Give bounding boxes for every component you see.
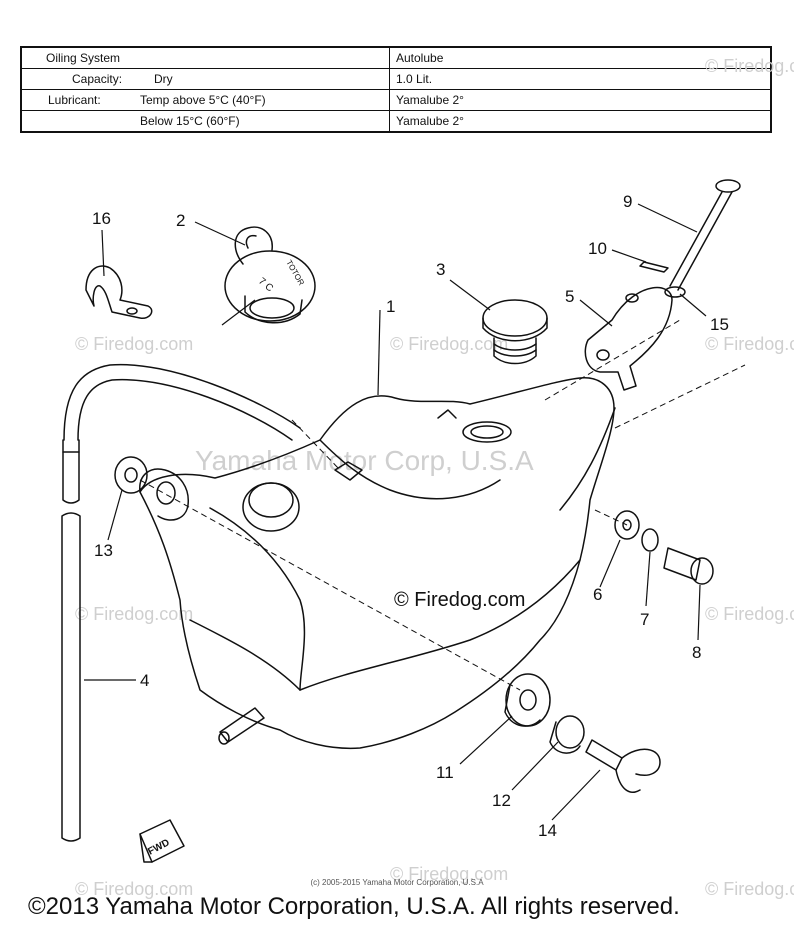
callouts: 1 2 3 4 5 6 7 8 9 10 11 12 13 14 15 16: [92, 192, 729, 840]
callout-14: 14: [538, 821, 557, 840]
callout-12: 12: [492, 791, 511, 810]
callout-9: 9: [623, 192, 632, 211]
mount-hole: [156, 481, 176, 505]
cap-digits: 7 C: [256, 276, 275, 294]
copyright-footer: ©2013 Yamaha Motor Corporation, U.S.A. A…: [28, 893, 680, 920]
callout-16: 16: [92, 209, 111, 228]
long-bolt: [669, 179, 741, 291]
oil-cap: [224, 226, 316, 324]
spec-row: Lubricant: Temp above 5°C (40°F) Yamalub…: [20, 89, 772, 111]
wing-bolt: [585, 739, 661, 793]
port-plug: [482, 299, 548, 365]
tank-edge: [189, 619, 301, 691]
watermarks: © Firedog.com © Firedog.com © Firedog.co…: [75, 56, 794, 899]
callout-11: 11: [436, 763, 454, 782]
alignment-lines: [139, 319, 746, 691]
oil-hose: [63, 363, 301, 441]
tank-edge: [319, 439, 501, 500]
spec-sub: Below 15°C (60°F): [140, 114, 240, 128]
hose-lower: [61, 512, 81, 842]
watermark: © Firedog.com: [705, 334, 794, 354]
callout-4: 4: [140, 671, 149, 690]
filler-neck-rim: [248, 482, 294, 518]
mount-ear: [139, 468, 189, 521]
hose-upper: [62, 439, 80, 504]
tank-port: [462, 421, 512, 443]
callout-6: 6: [593, 585, 602, 604]
watermark: © Firedog.com: [75, 879, 193, 899]
o-ring: [664, 286, 686, 298]
callout-8: 8: [692, 643, 701, 662]
spec-label: Capacity:: [72, 72, 123, 86]
watermark: © Firedog.com: [390, 334, 508, 354]
washer-hole: [622, 519, 632, 531]
lock-washer: [641, 528, 659, 552]
watermark: © Firedog.com: [75, 604, 193, 624]
footer-small: (c) 2005-2015 Yamaha Motor Corporation, …: [310, 878, 484, 887]
callout-3: 3: [436, 260, 445, 279]
spec-label: Lubricant:: [48, 93, 101, 107]
callout-1: 1: [386, 297, 395, 316]
watermark-yamaha: Yamaha Motor Corp, U.S.A: [195, 445, 534, 476]
vent-nipple: [334, 461, 363, 481]
outlet-pipe-end: [218, 731, 230, 745]
hex-bolt: [663, 547, 714, 585]
callout-2: 2: [176, 211, 185, 230]
spec-value: Yamalube 2°: [389, 89, 772, 111]
center-watermark: © Firedog.com: [394, 589, 525, 611]
tank-edge: [559, 407, 616, 511]
callout-13: 13: [94, 541, 113, 560]
pipe-clamp: [85, 265, 153, 319]
callout-10: 10: [588, 239, 607, 258]
callout-5: 5: [565, 287, 574, 306]
tank-port-inner: [470, 425, 504, 439]
spec-row: Capacity: Dry 1.0 Lit.: [20, 68, 772, 90]
grommet-hole: [124, 467, 138, 483]
spec-label: Oiling System: [46, 51, 121, 65]
tank-edge: [209, 507, 306, 691]
outlet-pipe: [219, 707, 265, 743]
callout-15: 15: [710, 315, 729, 334]
grommet: [114, 456, 148, 494]
washer: [614, 510, 640, 540]
spec-sub: Dry: [154, 72, 173, 86]
spec-sub: Temp above 5°C (40°F): [140, 93, 266, 107]
callout-7: 7: [640, 610, 649, 629]
watermark: © Firedog.com: [75, 334, 193, 354]
clip: [639, 261, 669, 273]
rubber-damper: [504, 673, 551, 727]
spec-row: Below 15°C (60°F) Yamalube 2°: [20, 110, 772, 133]
watermark: © Firedog.com: [705, 604, 794, 624]
oil-tank: [139, 377, 615, 750]
collar: [549, 715, 585, 754]
watermark: © Firedog.com: [705, 56, 794, 76]
watermark: © Firedog.com: [705, 879, 794, 899]
spec-value: Yamalube 2°: [389, 110, 772, 133]
leader-lines: [84, 203, 707, 821]
bracket: [584, 286, 673, 391]
tank-edge: [299, 559, 581, 691]
tank-nipple: [437, 409, 457, 419]
watermark: © Firedog.com: [390, 864, 508, 884]
spec-table: Oiling System Autolube Capacity: Dry 1.0…: [20, 46, 772, 133]
fwd-arrow: [139, 819, 185, 863]
